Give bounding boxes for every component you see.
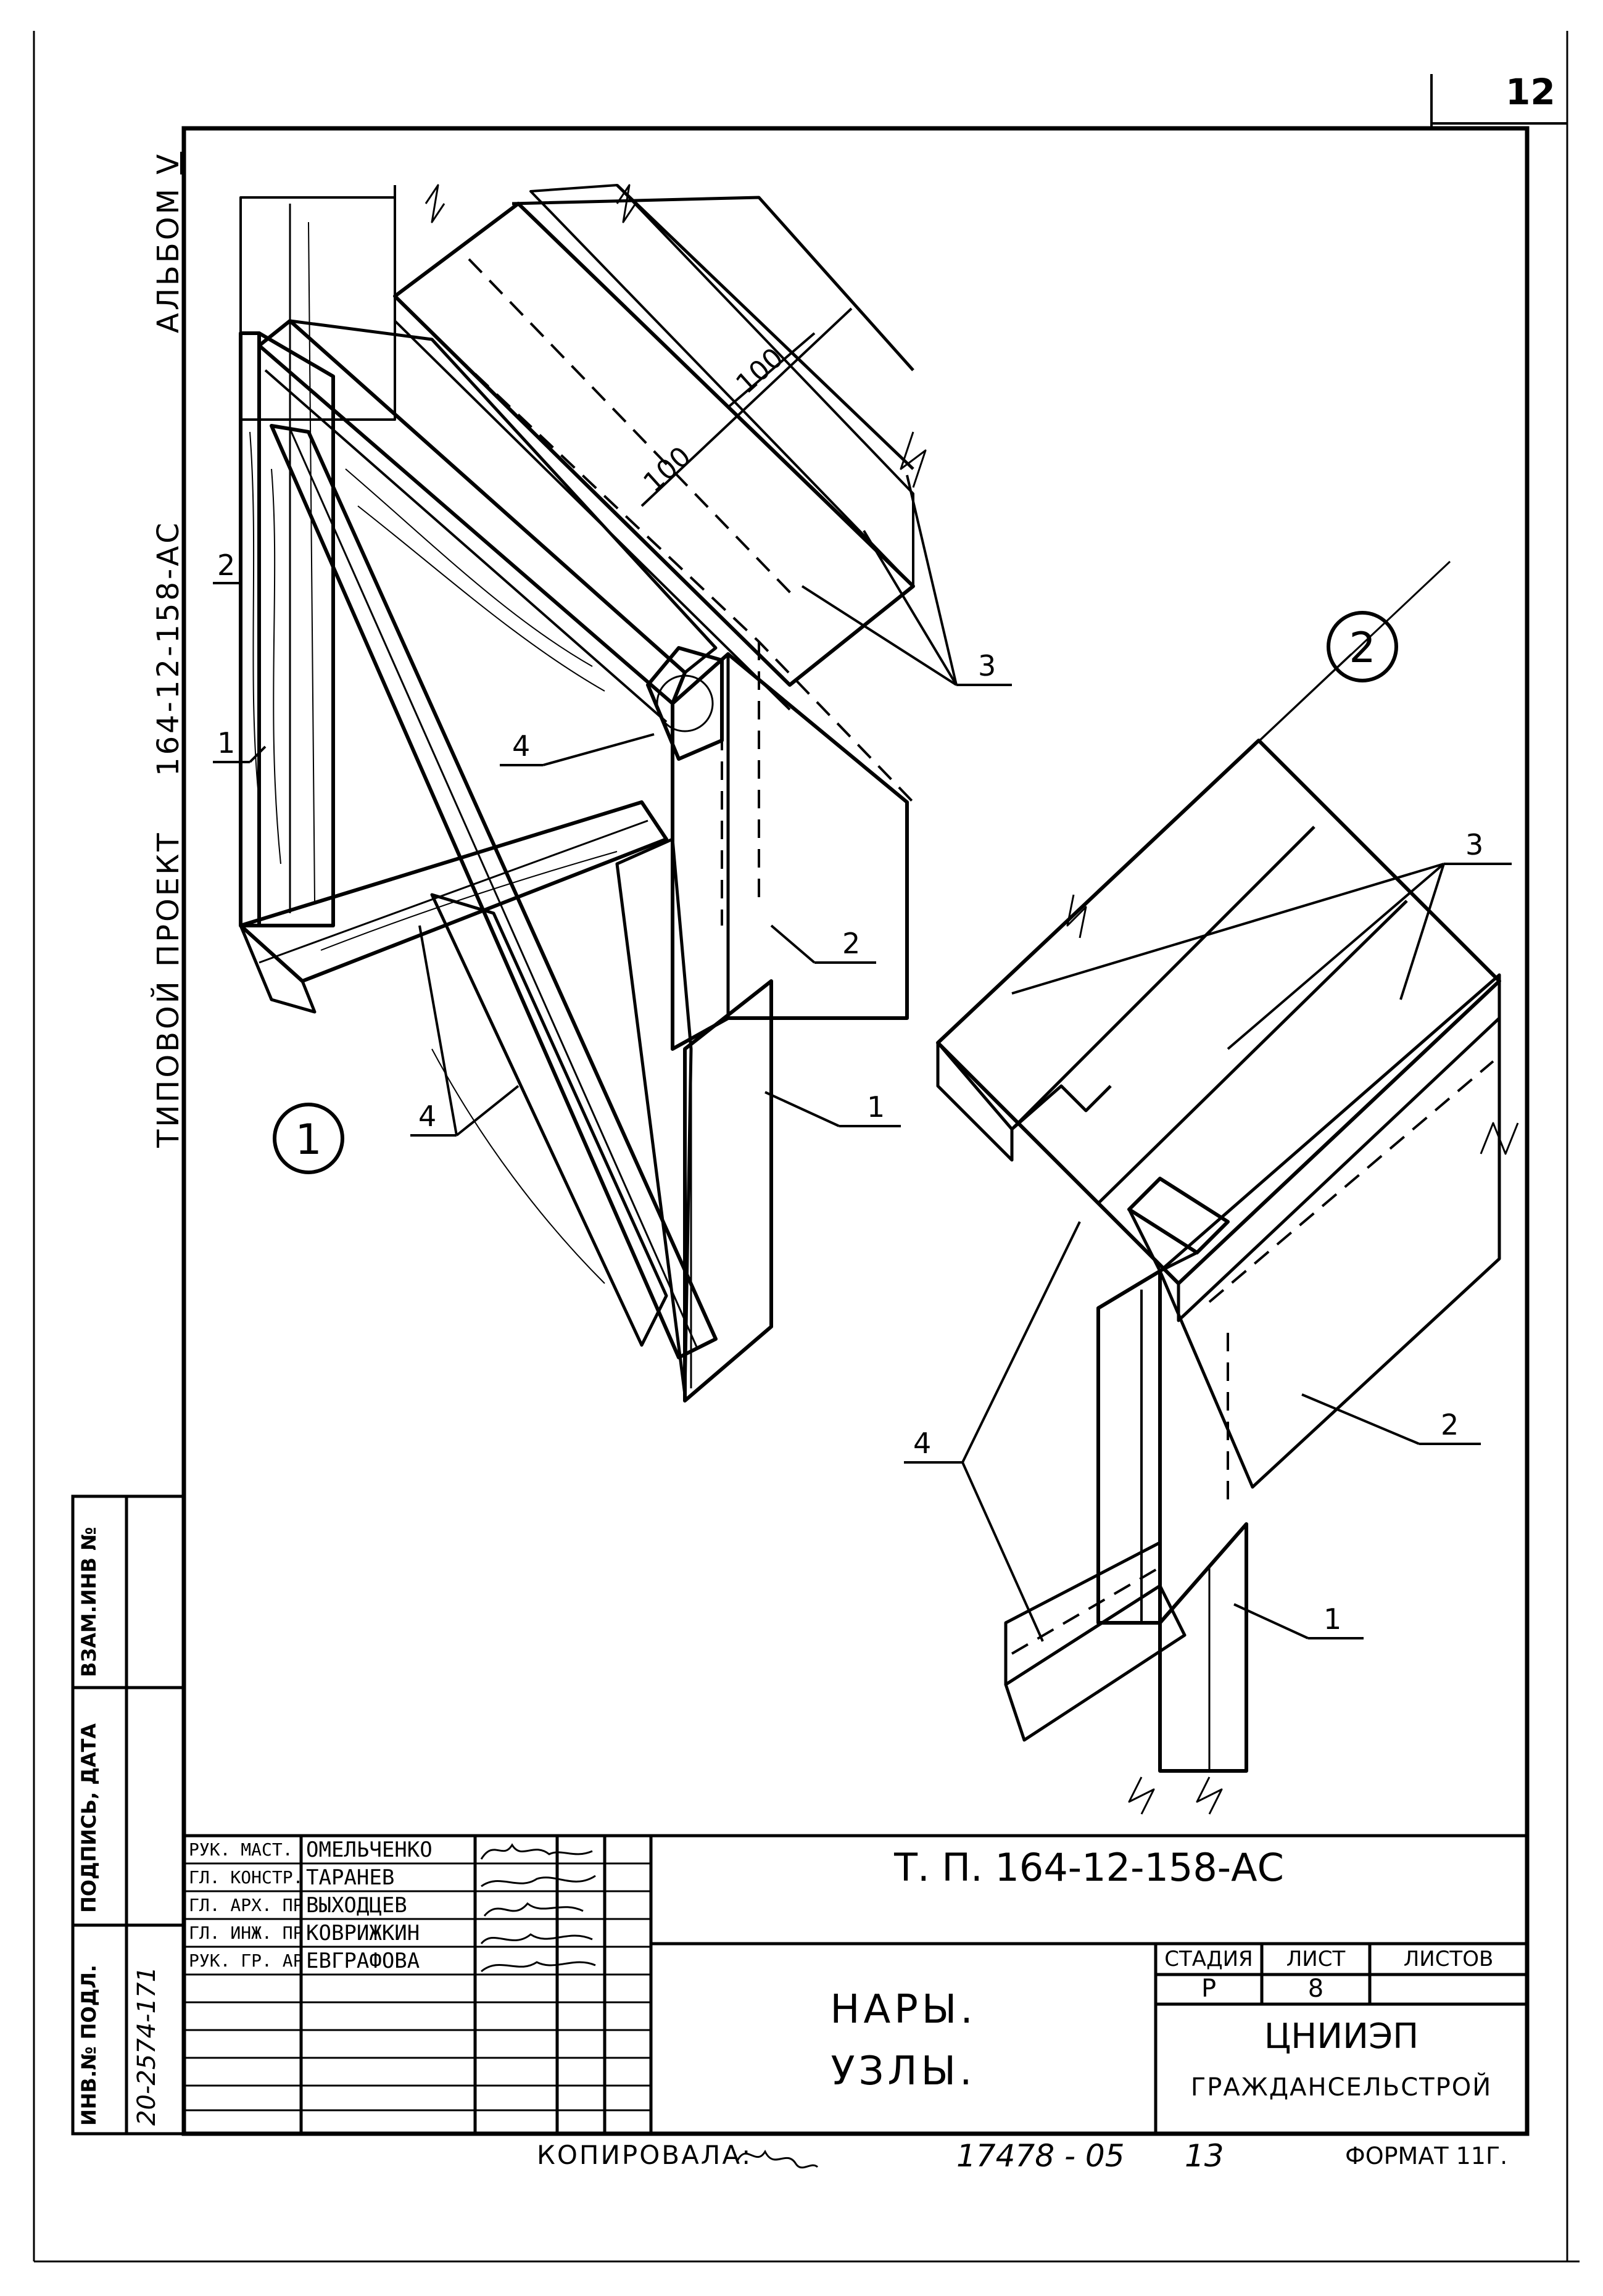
callout-n2-3: 3	[1465, 828, 1483, 861]
org-line-1: ЦНИИЭП	[1264, 2016, 1419, 2057]
role-4: РУК. ГР. АРХ.	[189, 1950, 301, 1971]
inv-podl-label: ИНВ.№ ПОДЛ.	[77, 1965, 101, 2126]
org-line-2: ГРАЖДАНСЕЛЬСТРОЙ	[1190, 2073, 1493, 2102]
role-2: ГЛ. АРХ. ПР.	[189, 1895, 301, 1915]
callout-n1-3: 3	[978, 649, 996, 682]
project-label: ТИПОВОЙ ПРОЕКТ	[151, 831, 186, 1148]
node1-detail	[239, 184, 927, 1403]
name-3: КОВРИЖКИН	[306, 1920, 420, 1946]
callout-n1-4a: 4	[512, 729, 530, 763]
callout-n1-1b: 1	[867, 1090, 885, 1124]
callout-n1-4b: 4	[418, 1100, 436, 1133]
callout-n1-2b: 2	[842, 927, 860, 960]
footer-page: 13	[1185, 2138, 1224, 2174]
signature-0	[480, 1843, 593, 1860]
signature-1	[481, 1875, 596, 1888]
signature-3	[480, 1933, 593, 1945]
title-line-1: НАРЫ.	[830, 1987, 977, 2033]
sheet-header: ЛИСТ	[1286, 1947, 1346, 1971]
drawing-code: Т. П. 164-12-158-АС	[894, 1845, 1284, 1890]
sheets-header: ЛИСТОВ	[1403, 1947, 1494, 1971]
name-4: ЕВГРАФОВА	[306, 1948, 420, 1973]
callout-n2-1: 1	[1323, 1602, 1341, 1636]
node2-leaders	[904, 863, 1512, 1642]
name-1: ТАРАНЕВ	[306, 1865, 395, 1890]
dim-100-b: 100	[730, 342, 790, 400]
title-line-2: УЗЛЫ.	[830, 2049, 976, 2094]
copied-by-signature	[736, 2149, 819, 2169]
format-label: ФОРМАТ 11Г.	[1345, 2142, 1508, 2170]
role-0: РУК. МАСТ.	[189, 1839, 293, 1860]
inv-podl-value: 20-2574-171	[133, 1967, 161, 2126]
role-1: ГЛ. КОНСТР.	[189, 1867, 301, 1888]
project-code: 164-12-158-АС	[151, 520, 186, 776]
node2-circle	[1327, 611, 1398, 682]
sheet-number: 12	[1506, 71, 1555, 113]
node2-detail	[936, 560, 1519, 1815]
album-label: АЛЬБОМ	[151, 186, 186, 333]
inner-frame	[181, 126, 1530, 2136]
signature-4	[481, 1961, 596, 1973]
callout-n1-2: 2	[217, 549, 235, 582]
callout-n2-2: 2	[1441, 1408, 1459, 1441]
footer-number: 17478 - 05	[956, 2138, 1125, 2174]
left-stamp-frame	[71, 1494, 186, 2136]
project-caption: ТИПОВОЙ ПРОЕКТ 164-12-158-АС	[151, 520, 186, 1148]
album-number: V	[151, 151, 186, 175]
sheet-number-box	[1430, 74, 1567, 128]
sheet-value: 8	[1307, 1975, 1324, 2003]
node1-leaders	[213, 307, 1012, 1137]
title-block-rows	[184, 1862, 651, 2112]
callout-n1-1: 1	[217, 726, 235, 760]
title-block-grid	[184, 1834, 1527, 2134]
name-2: ВЫХОДЦЕВ	[306, 1892, 407, 1918]
node1-label: 1	[295, 1116, 321, 1164]
stage-value: Р	[1201, 1975, 1217, 2003]
album-caption: АЛЬБОМ V	[151, 152, 186, 333]
vzam-inv-label: ВЗАМ.ИНВ №	[77, 1527, 101, 1677]
node1-circle	[273, 1103, 344, 1174]
callout-n2-4: 4	[913, 1427, 931, 1460]
signatures	[480, 1843, 596, 1973]
node2-label: 2	[1349, 624, 1375, 673]
podpis-data-label: ПОДПИСЬ, ДАТА	[77, 1723, 101, 1913]
dim-100-a: 100	[637, 441, 697, 499]
role-3: ГЛ. ИНЖ. ПР.	[189, 1923, 301, 1943]
stage-header: СТАДИЯ	[1164, 1947, 1253, 1971]
copied-by-label: КОПИРОВАЛА:	[537, 2140, 753, 2170]
name-0: ОМЕЛЬЧЕНКО	[306, 1837, 433, 1862]
signature-2	[483, 1902, 584, 1917]
outer-frame	[33, 31, 1580, 2263]
